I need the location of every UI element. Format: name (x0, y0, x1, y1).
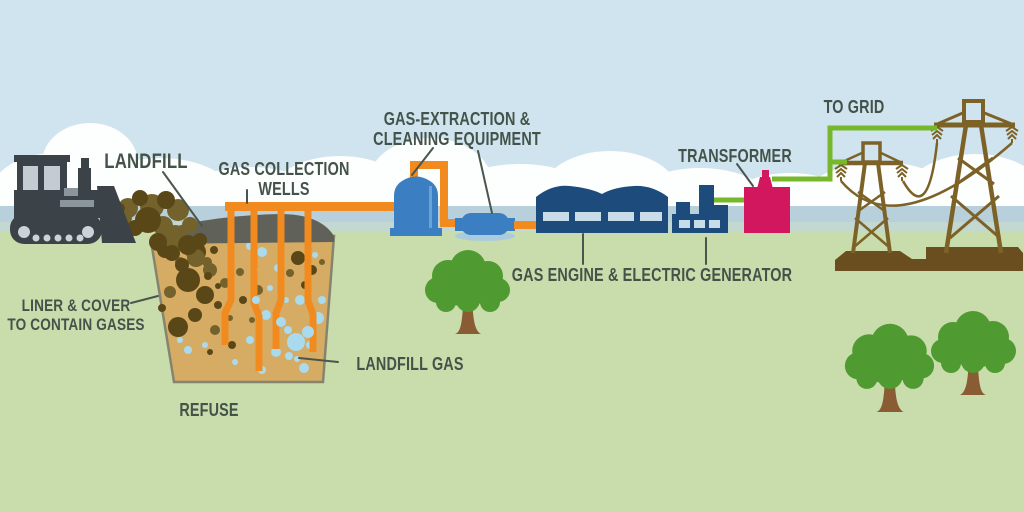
label-transformer: TRANSFORMER (678, 145, 792, 166)
compressor-body (461, 213, 509, 235)
engine-windows (543, 212, 662, 221)
refuse-dots (157, 242, 325, 355)
generator-windows (679, 220, 720, 228)
label-gas-collection-wells: GAS COLLECTION WELLS (218, 158, 350, 199)
leader-lines (130, 147, 754, 363)
leader-landfill-gas (298, 357, 339, 363)
label-liner-cover: LINER & COVER TO CONTAIN GASES (7, 295, 145, 334)
gas-bubbles-front (252, 296, 314, 362)
dozer-exhaust-top (81, 158, 89, 172)
label-gas-extraction: GAS-EXTRACTION & CLEANING EQUIPMENT (373, 108, 541, 149)
tower-base (835, 247, 1023, 271)
label-refuse: REFUSE (179, 399, 239, 420)
dozer-blade (97, 186, 136, 243)
transmission-towers (834, 99, 1023, 271)
label-to-grid: TO GRID (823, 96, 885, 117)
leader-extraction-compressor (477, 150, 493, 214)
gas-engine-building (536, 185, 668, 233)
pipe-to-engine (514, 221, 539, 229)
dozer-detail (64, 188, 78, 196)
landfill-pit (149, 202, 395, 384)
tank-base (390, 228, 442, 236)
label-landfill-gas: LANDFILL GAS (356, 353, 464, 374)
leader-extraction-tank (411, 147, 434, 176)
dozer-detail-stripe (60, 200, 94, 207)
bulldozer (10, 155, 136, 244)
compressor-cap-left (455, 218, 464, 231)
dozer-exhaust (78, 168, 91, 194)
leader-landfill (162, 171, 203, 227)
generator-unit (672, 185, 728, 233)
compressor-cap-right (506, 218, 515, 231)
leader-transformer (736, 163, 754, 187)
dozer-wheels (18, 226, 94, 242)
leader-liner (130, 295, 159, 304)
dozer-cab-post (38, 166, 44, 190)
label-gas-engine-generator: GAS ENGINE & ELECTRIC GENERATOR (511, 264, 793, 285)
label-landfill: LANDFILL (104, 150, 188, 174)
tank-highlight (429, 186, 432, 230)
power-wire (714, 125, 937, 203)
catenary-wires (840, 142, 1013, 207)
transformer-box (744, 170, 790, 233)
extraction-tank (394, 176, 438, 230)
